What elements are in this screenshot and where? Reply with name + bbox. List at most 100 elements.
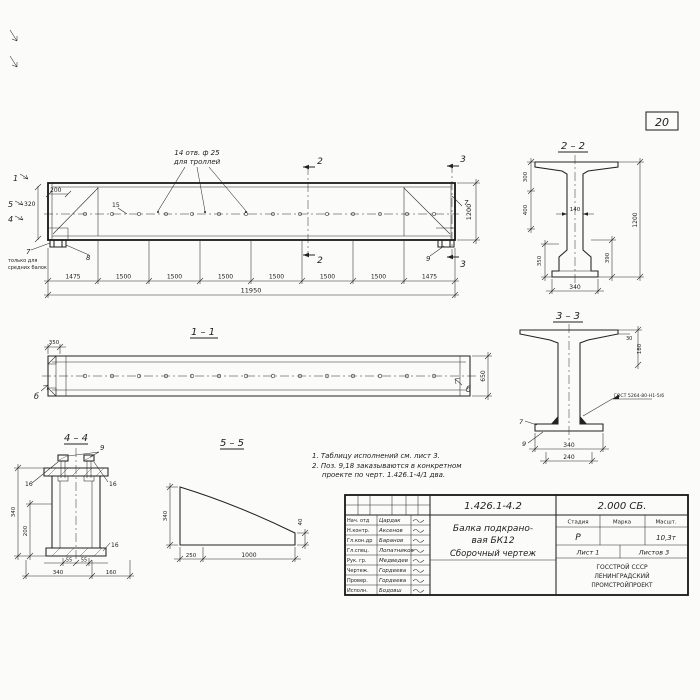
cut-3-label-top: 3	[460, 155, 466, 165]
section-3-3-title: 3 – 3	[556, 311, 580, 322]
dim-seg-2: 1500	[116, 274, 131, 281]
note-1: 1. Таблицу исполнений см. лист 3.	[312, 452, 440, 460]
cut-b-left: б	[34, 392, 39, 401]
dim-15: 15	[112, 202, 120, 209]
cut-2-label-bottom: 2	[317, 256, 323, 266]
sig-role-6: Чертеж.	[347, 568, 369, 574]
cut-b-right: б	[466, 385, 471, 394]
dim-55-a: 55	[66, 558, 72, 564]
signature-rows: Нач. отд Цардак Н.контр. Аксенов Гл.кон.…	[347, 518, 425, 594]
note-7-line1: только для	[8, 258, 37, 264]
sig-role-5: Рук. гр.	[347, 558, 367, 564]
dim-200: 200	[50, 187, 62, 194]
sig-name-5: Медведев	[379, 558, 408, 564]
view-4-4: 4 – 4 9 16 16 16 340 200	[11, 433, 134, 580]
stage-value: Р	[575, 533, 581, 543]
dim-340-left: 340	[11, 506, 17, 517]
dim-240: 240	[563, 454, 575, 461]
cut-1-label: 1	[13, 174, 18, 183]
dim-30: 30	[626, 336, 632, 342]
org-line1: ГОССТРОЙ СССР	[596, 564, 648, 571]
elevation-height-dim: 1200	[457, 179, 480, 244]
product-line2: вая БК12	[471, 536, 514, 546]
cut-2-label-top: 2	[317, 157, 323, 167]
sheet-cell: Лист 1	[576, 549, 600, 557]
doc-code: 2.000 СБ.	[598, 501, 647, 512]
dim-300: 300	[523, 171, 529, 182]
left-end-dims: 320 200 15	[24, 183, 128, 243]
sig-role-8: Исполн.	[347, 588, 368, 594]
doc-number: 1.426.1-4.2	[464, 501, 522, 512]
notes: 1. Таблицу исполнений см. лист 3. 2. Поз…	[312, 452, 462, 479]
pos-7-left: 7	[26, 248, 31, 256]
dim-seg-4: 1500	[218, 274, 233, 281]
dim-1200-section: 1200	[632, 212, 639, 227]
bolts	[57, 454, 95, 482]
dim-650: 650	[480, 370, 487, 382]
sheet-number: 20	[655, 116, 669, 129]
sig-name-6: Гордеева	[379, 568, 407, 574]
dim-55-b: 55	[81, 558, 87, 564]
sig-role-7: Провер.	[347, 578, 368, 584]
view-1-1-title: 1 – 1	[191, 327, 215, 338]
dim-seg-8: 1475	[422, 274, 437, 281]
dim-seg-1: 1475	[65, 274, 80, 281]
cut-5-label: 5	[8, 200, 13, 209]
sig-name-1: Цардак	[379, 518, 401, 524]
product-line3: Сборочный чертеж	[450, 549, 536, 559]
trolley-holes	[83, 212, 436, 216]
dim-seg-5: 1500	[269, 274, 284, 281]
mass-value: 10,3т	[656, 534, 677, 542]
dim-16-left: 16	[25, 481, 33, 488]
pos-9: 9	[426, 255, 431, 263]
sig-role-4: Гл.спец.	[347, 548, 369, 554]
section-2-2: 2 – 2 300 400 350 1200 390 140 340	[523, 141, 644, 295]
view-4-4-title: 4 – 4	[64, 433, 88, 444]
note-2: 2. Поз. 9,18 заказываются в конкретном	[312, 462, 462, 470]
callout-line1: 14 отв. ф 25	[174, 149, 220, 157]
pos-9-label: 9	[100, 444, 105, 452]
dim-200-left: 200	[23, 525, 29, 536]
dim-seg-7: 1500	[371, 274, 386, 281]
sig-name-4: Лопатников	[378, 548, 414, 554]
cut-line-3: 3 3	[447, 155, 466, 270]
col-scale: Масшт.	[655, 520, 676, 526]
pos-9: 9	[522, 440, 526, 448]
sig-name-7: Гордеева	[379, 578, 407, 584]
dim-350: 350	[49, 340, 60, 346]
dim-250: 250	[186, 553, 197, 559]
cut-line-2: 2 2	[303, 157, 323, 266]
sheets-cell: Листов 3	[638, 549, 669, 557]
cut-3-label-bottom: 3	[460, 260, 466, 270]
dim-180: 180	[637, 343, 643, 354]
view-5-5: 5 – 5 340 40 250 1000	[163, 438, 309, 563]
fold-marks	[9, 29, 18, 68]
dim-160: 160	[106, 570, 117, 576]
org-line3: ПРОМСТРОЙПРОЕКТ	[591, 582, 653, 589]
sig-role-1: Нач. отд	[347, 518, 370, 524]
dim-140: 140	[570, 207, 581, 213]
dim-400: 400	[523, 204, 529, 215]
dim-1200: 1200	[465, 204, 473, 221]
elevation-dim-chain: 1475 1500 1500 1500 1500 1500 1500 1475 …	[44, 241, 459, 299]
sheet-number-box: 20	[645, 111, 679, 131]
org-line2: ЛЕНИНГРАДСКИЙ	[594, 573, 649, 580]
pos-7: 7	[519, 418, 524, 426]
plan-holes	[82, 373, 437, 379]
position-labels: 7 7 только для средних балок 8 9	[8, 195, 469, 271]
view-1-1: 1 – 1 350 650 б б	[34, 327, 492, 401]
pos-8: 8	[86, 254, 91, 262]
note-2-cont: проекте по черт. 1.426.1-4/1 два.	[322, 471, 445, 479]
dim-seg-6: 1500	[320, 274, 335, 281]
sig-role-2: Н.контр.	[347, 528, 370, 534]
hole-callout: 14 отв. ф 25 для троллей	[157, 149, 247, 213]
dim-16-bottom: 16	[111, 542, 119, 549]
weld-note: ГОСТ 5264-80-Н1-5/6	[614, 393, 664, 399]
pos-7-right: 7	[464, 199, 469, 207]
dim-340-bottom: 340	[53, 570, 64, 576]
dim-320: 320	[24, 201, 36, 208]
section-3-3: 3 – 3 30 180 ГОСТ 5264-80-Н1-5/6 7 9 340…	[519, 311, 664, 465]
sig-name-3: Баранов	[379, 538, 403, 544]
